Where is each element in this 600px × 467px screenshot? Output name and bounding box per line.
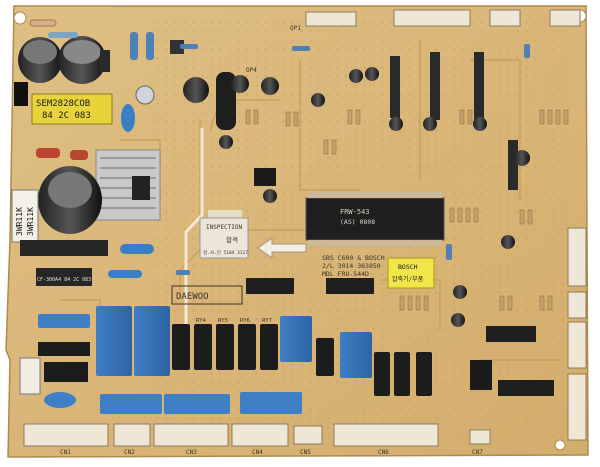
cn7-label: CN7 bbox=[472, 449, 483, 456]
power-transistors bbox=[216, 52, 530, 327]
op4-label: OP4 bbox=[246, 67, 257, 74]
op1-label: OP1 bbox=[290, 25, 301, 32]
black-relays bbox=[172, 324, 432, 396]
transformer-label: SEM2828COB bbox=[36, 99, 90, 109]
cn6-label: CN6 bbox=[378, 449, 389, 456]
cn1-label: CN1 bbox=[60, 449, 71, 456]
cn4-label: CN4 bbox=[252, 449, 263, 456]
relay-label-ry6: RY6 bbox=[240, 318, 250, 324]
ic-group bbox=[199, 168, 554, 396]
transformer-sub: 84 2C 083 bbox=[42, 111, 91, 121]
chip-brand-3: MDL FRU-544D bbox=[322, 270, 369, 278]
bosch-sticker: BOSCH bbox=[398, 263, 418, 271]
blue-resistors bbox=[176, 44, 530, 275]
cn2-label: CN2 bbox=[124, 449, 135, 456]
chip-brand-1: SBS C600 & BOSCH bbox=[322, 254, 385, 262]
chip-main-sub: (AS) 0808 bbox=[340, 218, 375, 226]
relay-label-ry5: RY5 bbox=[218, 318, 228, 324]
regulator-label: CF-300A4 84 2C 083 bbox=[37, 277, 91, 283]
power-section bbox=[11, 19, 209, 278]
daewoo-logo bbox=[171, 285, 243, 305]
small-components bbox=[245, 109, 569, 311]
cn5-label: CN5 bbox=[300, 449, 311, 456]
inspection-sub: 검.사.인 5104 3117 bbox=[203, 249, 248, 256]
chip-main-label: FRW-543 bbox=[340, 208, 370, 216]
fuse-label: 3WR11K bbox=[15, 207, 24, 236]
inspection-stamp: 합격 bbox=[226, 235, 238, 244]
chip-brand-2: 2/L 3014 363850 bbox=[322, 262, 381, 270]
relay-label-ry4: RY4 bbox=[196, 318, 207, 324]
heatsink bbox=[95, 149, 161, 221]
logo-text: DAEWOO bbox=[176, 292, 209, 302]
fuse-area bbox=[19, 342, 90, 395]
cn3-label: CN3 bbox=[186, 449, 197, 456]
fuse-sub: 3WR11K bbox=[26, 207, 35, 236]
bottom-connectors bbox=[23, 423, 491, 447]
inspection-label: INSPECTION bbox=[206, 224, 243, 231]
bosch-sticker-sub: 압축기/부품 bbox=[392, 275, 424, 283]
relay-label-ry7: RY7 bbox=[262, 318, 272, 324]
regulator-block bbox=[36, 268, 92, 286]
right-connectors bbox=[567, 227, 587, 441]
blue-relays bbox=[38, 306, 372, 414]
top-connectors bbox=[305, 9, 581, 27]
